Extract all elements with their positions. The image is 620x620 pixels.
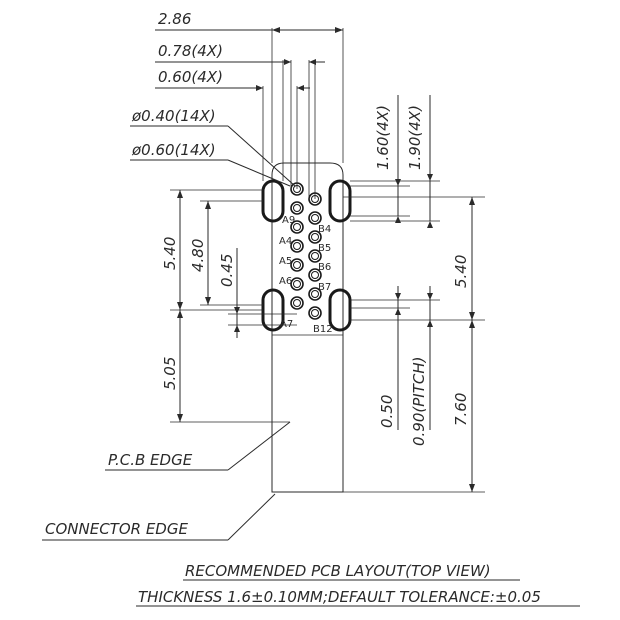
slot-top-right xyxy=(328,179,352,223)
connector-edge-label: CONNECTOR EDGE xyxy=(45,520,188,538)
pin-label-a9: A9 xyxy=(282,215,295,226)
dim-left-480: 4.80 xyxy=(189,239,207,272)
dim-left-505: 5.05 xyxy=(161,357,179,390)
dim-left-540: 5.40 xyxy=(161,237,179,270)
dim-right-050: 0.50 xyxy=(378,395,396,428)
drawing-title: RECOMMENDED PCB LAYOUT(TOP VIEW) xyxy=(185,562,491,580)
pin-label-a6: A6 xyxy=(279,276,292,287)
dim-right-pitch: 0.90(PITCH) xyxy=(410,357,428,447)
dim-right-540: 5.40 xyxy=(452,255,470,288)
title-block: RECOMMENDED PCB LAYOUT(TOP VIEW) THICKNE… xyxy=(136,562,580,607)
dim-hole-060: ø0.60(14X) xyxy=(131,141,216,159)
pin-label-b6: B6 xyxy=(318,262,331,273)
pcb-edge-label: P.C.B EDGE xyxy=(108,451,193,469)
dim-slot-160: 1.60(4X) xyxy=(374,105,392,170)
dim-right-760: 7.60 xyxy=(452,393,470,426)
mounting-slots xyxy=(261,179,352,332)
slot-bottom-right xyxy=(328,288,352,332)
dim-pitch-060: 0.60(4X) xyxy=(158,68,223,86)
dim-pitch-078: 0.78(4X) xyxy=(158,42,223,60)
pin-label-b12: B12 xyxy=(313,324,333,335)
right-slot-dimensions: 1.60(4X) 1.90(4X) xyxy=(350,95,440,228)
pin-labels: A9 A4 A5 A6 A7 B4 B5 B6 B7 B12 xyxy=(279,215,333,335)
pin-label-a5: A5 xyxy=(279,256,292,267)
pin-label-b5: B5 xyxy=(318,243,331,254)
pin-label-b4: B4 xyxy=(318,224,331,235)
connector-body xyxy=(271,162,344,493)
left-dimensions: 5.40 4.80 0.45 5.05 xyxy=(161,189,297,423)
dim-top-width: 2.86 xyxy=(158,10,191,28)
pin-label-a4: A4 xyxy=(279,236,292,247)
pin-label-b7: B7 xyxy=(318,282,331,293)
drawing-subtitle: THICKNESS 1.6±0.10MM;DEFAULT TOLERANCE:±… xyxy=(138,588,541,606)
pad-array xyxy=(290,182,322,320)
top-dimensions: 2.86 0.78(4X) 0.60(4X) ø0.40(14X) ø0.60(… xyxy=(130,10,344,199)
edge-callouts: P.C.B EDGE CONNECTOR EDGE xyxy=(42,421,291,541)
right-dimensions: 5.40 0.50 0.90(PITCH) 7.60 xyxy=(343,196,485,493)
dim-left-045: 0.45 xyxy=(218,254,236,287)
slot-top-left xyxy=(261,179,285,223)
dim-slot-190: 1.90(4X) xyxy=(406,105,424,170)
dim-hole-040: ø0.40(14X) xyxy=(131,107,216,125)
pin-label-a7: A7 xyxy=(280,319,293,330)
